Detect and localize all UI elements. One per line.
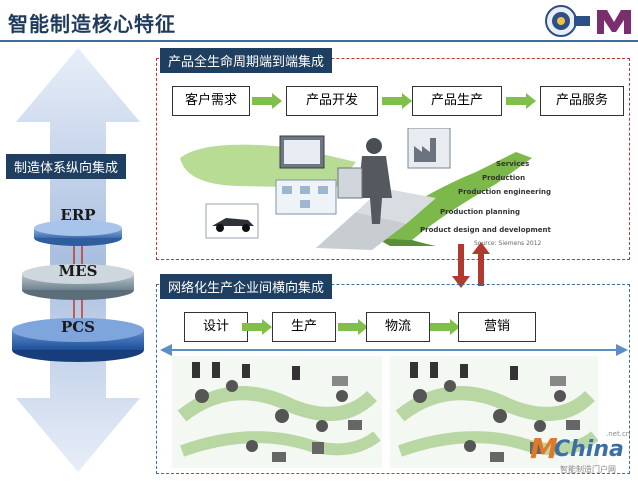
arrow-right-icon	[430, 319, 460, 335]
end-to-end-label: 产品全生命周期端到端集成	[160, 48, 333, 73]
university-logo	[545, 5, 590, 37]
watermark: M China .net.cn 智能制造门户网	[530, 430, 634, 478]
step-product-production: 产品生产	[412, 86, 502, 116]
header-divider	[0, 40, 638, 42]
step-design: 设计	[184, 312, 248, 342]
step-marketing: 营销	[458, 312, 536, 342]
pcs-label: PCS	[60, 318, 96, 336]
arrow-right-icon	[382, 93, 412, 109]
step-product-development: 产品开发	[286, 86, 378, 116]
stage-production: Production	[482, 174, 526, 182]
arrow-right-icon	[242, 319, 272, 335]
factory-network-illustration	[390, 356, 598, 468]
factory-network-illustration	[172, 356, 382, 468]
watermark-suffix: .net.cn	[606, 430, 631, 438]
stage-product-design: Product design and development	[420, 226, 551, 234]
step-product-service: 产品服务	[540, 86, 624, 116]
stage-production-engineering: Production engineering	[458, 188, 551, 196]
horizontal-integration-label: 网络化生产企业间横向集成	[160, 274, 333, 299]
step-logistics: 物流	[366, 312, 430, 342]
arrow-right-icon	[252, 93, 282, 109]
watermark-brand: China	[554, 437, 624, 462]
watermark-m: M	[530, 432, 558, 465]
source-credit: Source: Siemens 2012	[474, 240, 542, 247]
m-logo	[597, 10, 631, 34]
mes-label: MES	[58, 262, 98, 280]
watermark-subtitle: 智能制造门户网	[560, 465, 616, 474]
erp-label: ERP	[60, 206, 96, 224]
vertical-integration-label: 制造体系纵向集成	[6, 154, 127, 179]
end-to-end-box	[156, 58, 630, 260]
stage-services: Services	[496, 160, 530, 168]
horizontal-integration-box	[156, 284, 630, 474]
stage-production-planning: Production planning	[440, 208, 521, 216]
step-production: 生产	[272, 312, 336, 342]
lifecycle-illustration	[176, 128, 548, 250]
arrow-right-icon	[506, 93, 536, 109]
step-customer-demand: 客户需求	[172, 86, 250, 116]
layer-discs	[12, 220, 144, 362]
arrow-right-icon	[338, 319, 368, 335]
section-link-arrows	[452, 242, 490, 288]
page-title: 智能制造核心特征	[8, 12, 176, 36]
horizontal-double-arrow	[160, 344, 628, 356]
vertical-double-arrow	[16, 48, 140, 472]
